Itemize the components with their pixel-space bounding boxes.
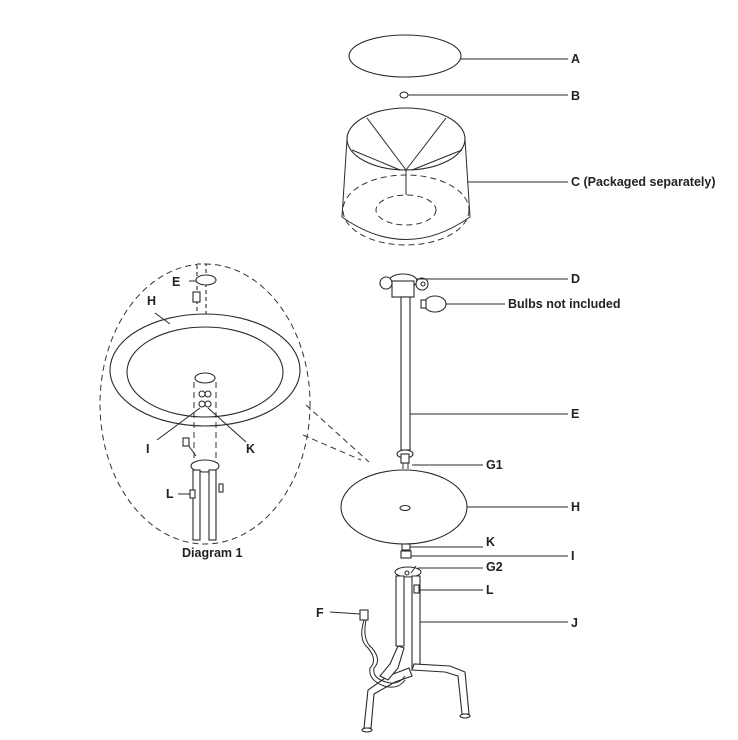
label-j: J bbox=[571, 616, 578, 630]
label-l: L bbox=[486, 583, 494, 597]
part-d-socket-cluster bbox=[379, 273, 568, 325]
label-g1: G1 bbox=[486, 458, 503, 472]
detail-label-k: K bbox=[246, 442, 255, 456]
detail-title: Diagram 1 bbox=[182, 546, 242, 560]
part-f-cord bbox=[329, 609, 406, 688]
detail-view bbox=[99, 263, 370, 545]
part-k-i-hardware bbox=[400, 543, 568, 559]
bulb-icon bbox=[420, 295, 505, 313]
detail-label-h: H bbox=[147, 294, 156, 308]
label-b: B bbox=[571, 89, 580, 103]
detail-label-e: E bbox=[172, 275, 180, 289]
detail-label-l: L bbox=[166, 487, 174, 501]
label-h: H bbox=[571, 500, 580, 514]
label-a: A bbox=[571, 52, 580, 66]
label-i: I bbox=[571, 549, 574, 563]
part-a-diffuser bbox=[348, 34, 568, 78]
part-h-tray bbox=[340, 469, 568, 545]
label-e: E bbox=[571, 407, 579, 421]
label-bulbs: Bulbs not included bbox=[508, 297, 621, 311]
label-f: F bbox=[316, 606, 324, 620]
part-c-shade bbox=[341, 107, 568, 246]
label-k: K bbox=[486, 535, 495, 549]
part-j-base bbox=[361, 565, 568, 733]
label-g2: G2 bbox=[486, 560, 503, 574]
label-d: D bbox=[571, 272, 580, 286]
part-e-pole bbox=[400, 296, 568, 451]
label-c: C (Packaged separately) bbox=[571, 175, 716, 189]
detail-label-i: I bbox=[146, 442, 149, 456]
part-b-finial bbox=[399, 91, 568, 99]
